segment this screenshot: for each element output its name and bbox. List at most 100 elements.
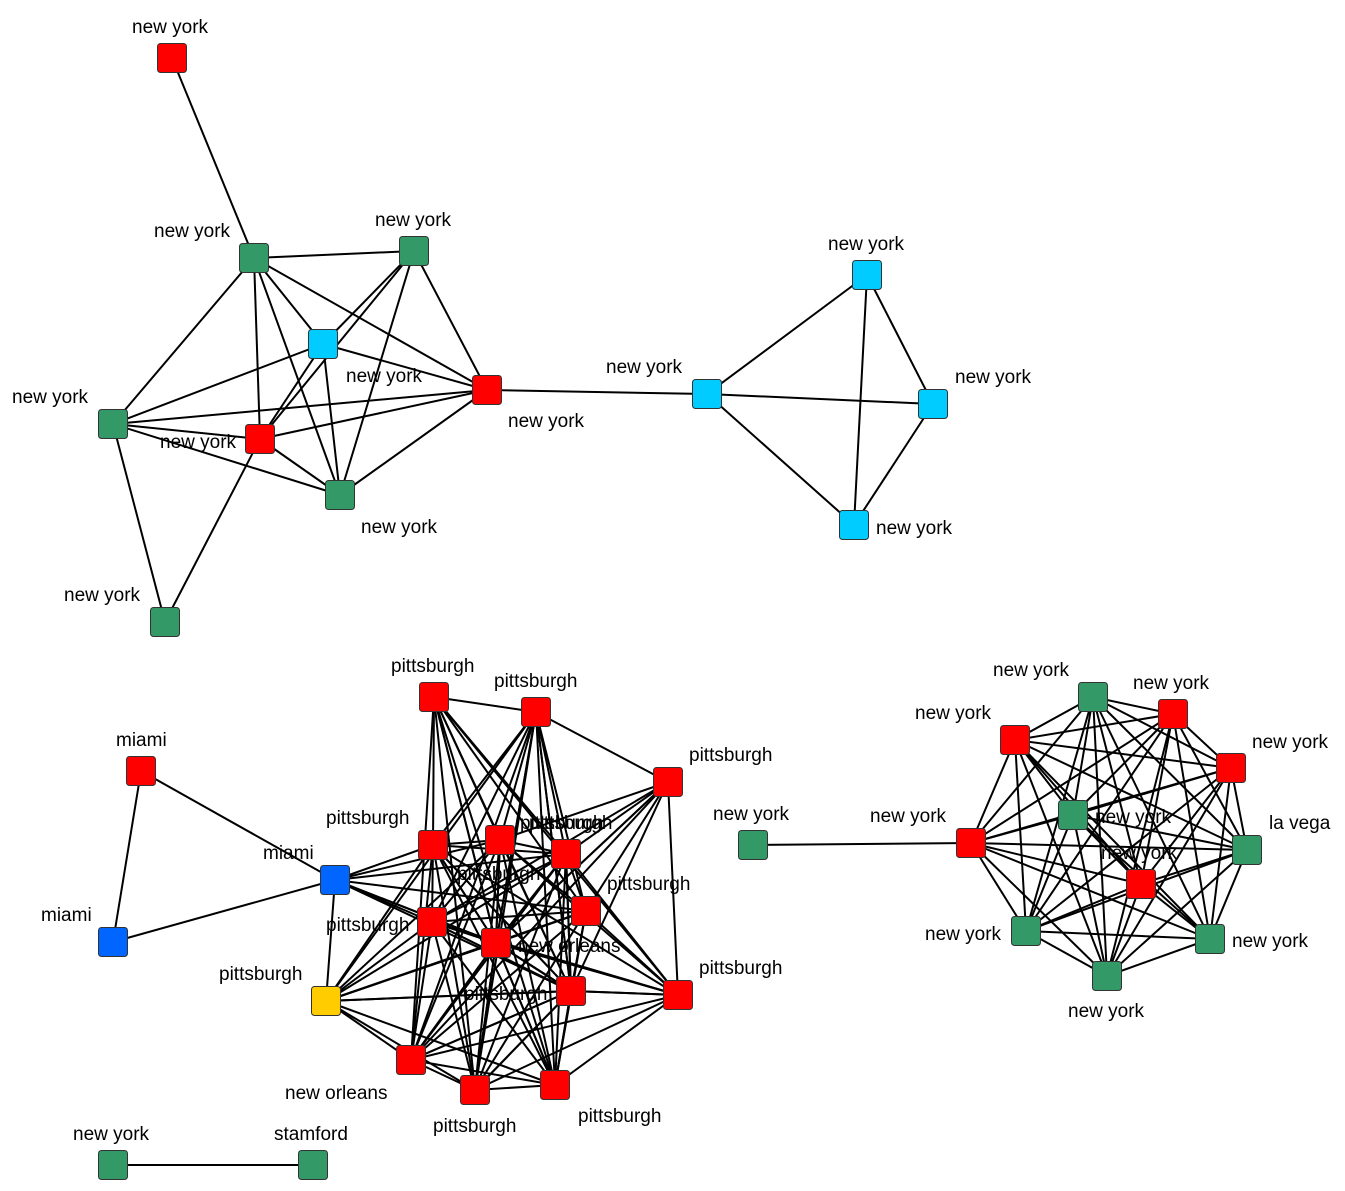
node-p1[interactable]: pittsburgh bbox=[391, 656, 474, 712]
node-c1[interactable]: miami bbox=[116, 730, 167, 786]
node-box-a7[interactable] bbox=[245, 424, 275, 454]
node-box-p1[interactable] bbox=[419, 682, 449, 712]
edge-p7-p14 bbox=[410, 910, 587, 1061]
node-c2[interactable]: miami bbox=[41, 905, 128, 957]
node-box-a5[interactable] bbox=[472, 375, 502, 405]
node-b2[interactable]: new york bbox=[828, 234, 905, 290]
node-e1[interactable]: new york bbox=[870, 806, 986, 858]
node-box-e1[interactable] bbox=[956, 828, 986, 858]
edge-c1-c2 bbox=[112, 770, 142, 943]
node-p12[interactable]: pittsburgh bbox=[663, 958, 783, 1010]
node-a2[interactable]: new york bbox=[154, 221, 269, 273]
node-box-a2[interactable] bbox=[239, 243, 269, 273]
node-p6[interactable]: pittsburgh bbox=[529, 813, 612, 869]
node-p2[interactable]: pittsburgh bbox=[494, 671, 577, 727]
node-label-p7: pittsburgh bbox=[607, 874, 690, 895]
node-box-e11[interactable] bbox=[1092, 961, 1122, 991]
node-f2[interactable]: stamford bbox=[274, 1124, 348, 1180]
node-e4[interactable]: new york bbox=[1058, 800, 1172, 830]
node-box-e6[interactable] bbox=[1216, 753, 1246, 783]
node-box-a9[interactable] bbox=[150, 607, 180, 637]
node-box-e3[interactable] bbox=[1000, 725, 1030, 755]
node-box-p14[interactable] bbox=[396, 1045, 426, 1075]
node-e11[interactable]: new york bbox=[1068, 961, 1145, 1023]
node-label-p14: new orleans bbox=[285, 1083, 387, 1104]
node-box-p12[interactable] bbox=[663, 980, 693, 1010]
node-p7[interactable]: pittsburgh bbox=[571, 874, 691, 926]
node-b4[interactable]: new york bbox=[839, 510, 953, 540]
node-box-p15[interactable] bbox=[460, 1075, 490, 1105]
node-box-f2[interactable] bbox=[298, 1150, 328, 1180]
edge-e6-e8 bbox=[1140, 767, 1232, 885]
node-box-b4[interactable] bbox=[839, 510, 869, 540]
node-a9[interactable]: new york bbox=[64, 585, 180, 637]
edge-e1-e2 bbox=[970, 696, 1094, 844]
node-e8[interactable]: new york bbox=[1101, 843, 1178, 899]
node-p14[interactable]: new orleans bbox=[285, 1045, 426, 1105]
node-p5[interactable]: pittsburgh bbox=[485, 813, 604, 855]
node-box-a3[interactable] bbox=[399, 236, 429, 266]
node-box-b2[interactable] bbox=[852, 260, 882, 290]
node-box-p4[interactable] bbox=[418, 830, 448, 860]
node-box-d1[interactable] bbox=[738, 830, 768, 860]
node-a1[interactable]: new york bbox=[132, 17, 209, 73]
node-box-e4[interactable] bbox=[1058, 800, 1088, 830]
node-box-e5[interactable] bbox=[1158, 699, 1188, 729]
node-box-a8[interactable] bbox=[325, 480, 355, 510]
edge-a4-a7 bbox=[259, 343, 324, 440]
node-p8[interactable]: pittsburgh bbox=[326, 907, 447, 937]
node-box-e8[interactable] bbox=[1126, 869, 1156, 899]
node-box-p16[interactable] bbox=[540, 1070, 570, 1100]
node-e10[interactable]: new york bbox=[1195, 924, 1309, 954]
node-box-p11[interactable] bbox=[556, 976, 586, 1006]
node-box-c2[interactable] bbox=[98, 927, 128, 957]
node-box-c1[interactable] bbox=[126, 756, 156, 786]
node-f1[interactable]: new york bbox=[73, 1124, 150, 1180]
node-p11[interactable]: pittsburgh bbox=[464, 976, 586, 1006]
node-c3[interactable]: miami bbox=[263, 843, 350, 895]
node-box-p9[interactable] bbox=[481, 928, 511, 958]
node-box-e7[interactable] bbox=[1232, 835, 1262, 865]
node-e2[interactable]: new york bbox=[993, 660, 1108, 712]
node-b1[interactable]: new york bbox=[606, 357, 722, 409]
node-a5[interactable]: new york bbox=[472, 375, 585, 433]
node-box-p13[interactable] bbox=[311, 986, 341, 1016]
node-e9[interactable]: new york bbox=[925, 916, 1041, 946]
node-p15[interactable]: pittsburgh bbox=[433, 1075, 516, 1138]
node-p13[interactable]: pittsburgh bbox=[219, 964, 341, 1016]
node-e6[interactable]: new york bbox=[1216, 732, 1329, 783]
node-e5[interactable]: new york bbox=[1133, 673, 1210, 729]
node-box-p6[interactable] bbox=[551, 839, 581, 869]
node-a4[interactable]: new york bbox=[308, 329, 423, 388]
node-box-e10[interactable] bbox=[1195, 924, 1225, 954]
node-p4[interactable]: pittsburgh bbox=[326, 808, 448, 860]
node-box-e2[interactable] bbox=[1078, 682, 1108, 712]
node-e3[interactable]: new york bbox=[915, 703, 1030, 755]
node-a6[interactable]: new york bbox=[12, 387, 128, 439]
node-box-p3[interactable] bbox=[653, 767, 683, 797]
node-a3[interactable]: new york bbox=[375, 210, 452, 266]
node-b3[interactable]: new york bbox=[918, 367, 1032, 419]
node-box-p7[interactable] bbox=[571, 896, 601, 926]
node-box-p2[interactable] bbox=[521, 697, 551, 727]
node-a8[interactable]: new york bbox=[325, 480, 438, 539]
node-box-a1[interactable] bbox=[157, 43, 187, 73]
node-box-a4[interactable] bbox=[308, 329, 338, 359]
node-p3[interactable]: pittsburgh bbox=[653, 745, 773, 797]
node-d1[interactable]: new york bbox=[713, 804, 790, 860]
node-box-b1[interactable] bbox=[692, 379, 722, 409]
node-box-f1[interactable] bbox=[98, 1150, 128, 1180]
node-p10[interactable]: new orleans bbox=[518, 936, 620, 957]
node-box-p5[interactable] bbox=[485, 825, 515, 855]
node-p16[interactable]: pittsburgh bbox=[540, 1070, 662, 1128]
node-box-b3[interactable] bbox=[918, 389, 948, 419]
node-box-a6[interactable] bbox=[98, 409, 128, 439]
node-box-p8[interactable] bbox=[417, 907, 447, 937]
node-a7[interactable]: new york bbox=[160, 424, 275, 454]
node-box-c3[interactable] bbox=[320, 865, 350, 895]
node-label-a4: new york bbox=[346, 366, 423, 387]
node-box-e9[interactable] bbox=[1011, 916, 1041, 946]
node-e7[interactable]: la vega bbox=[1232, 813, 1331, 865]
edge-e3-e10 bbox=[1014, 739, 1211, 940]
node-p9[interactable]: pittsburgh bbox=[457, 864, 540, 958]
